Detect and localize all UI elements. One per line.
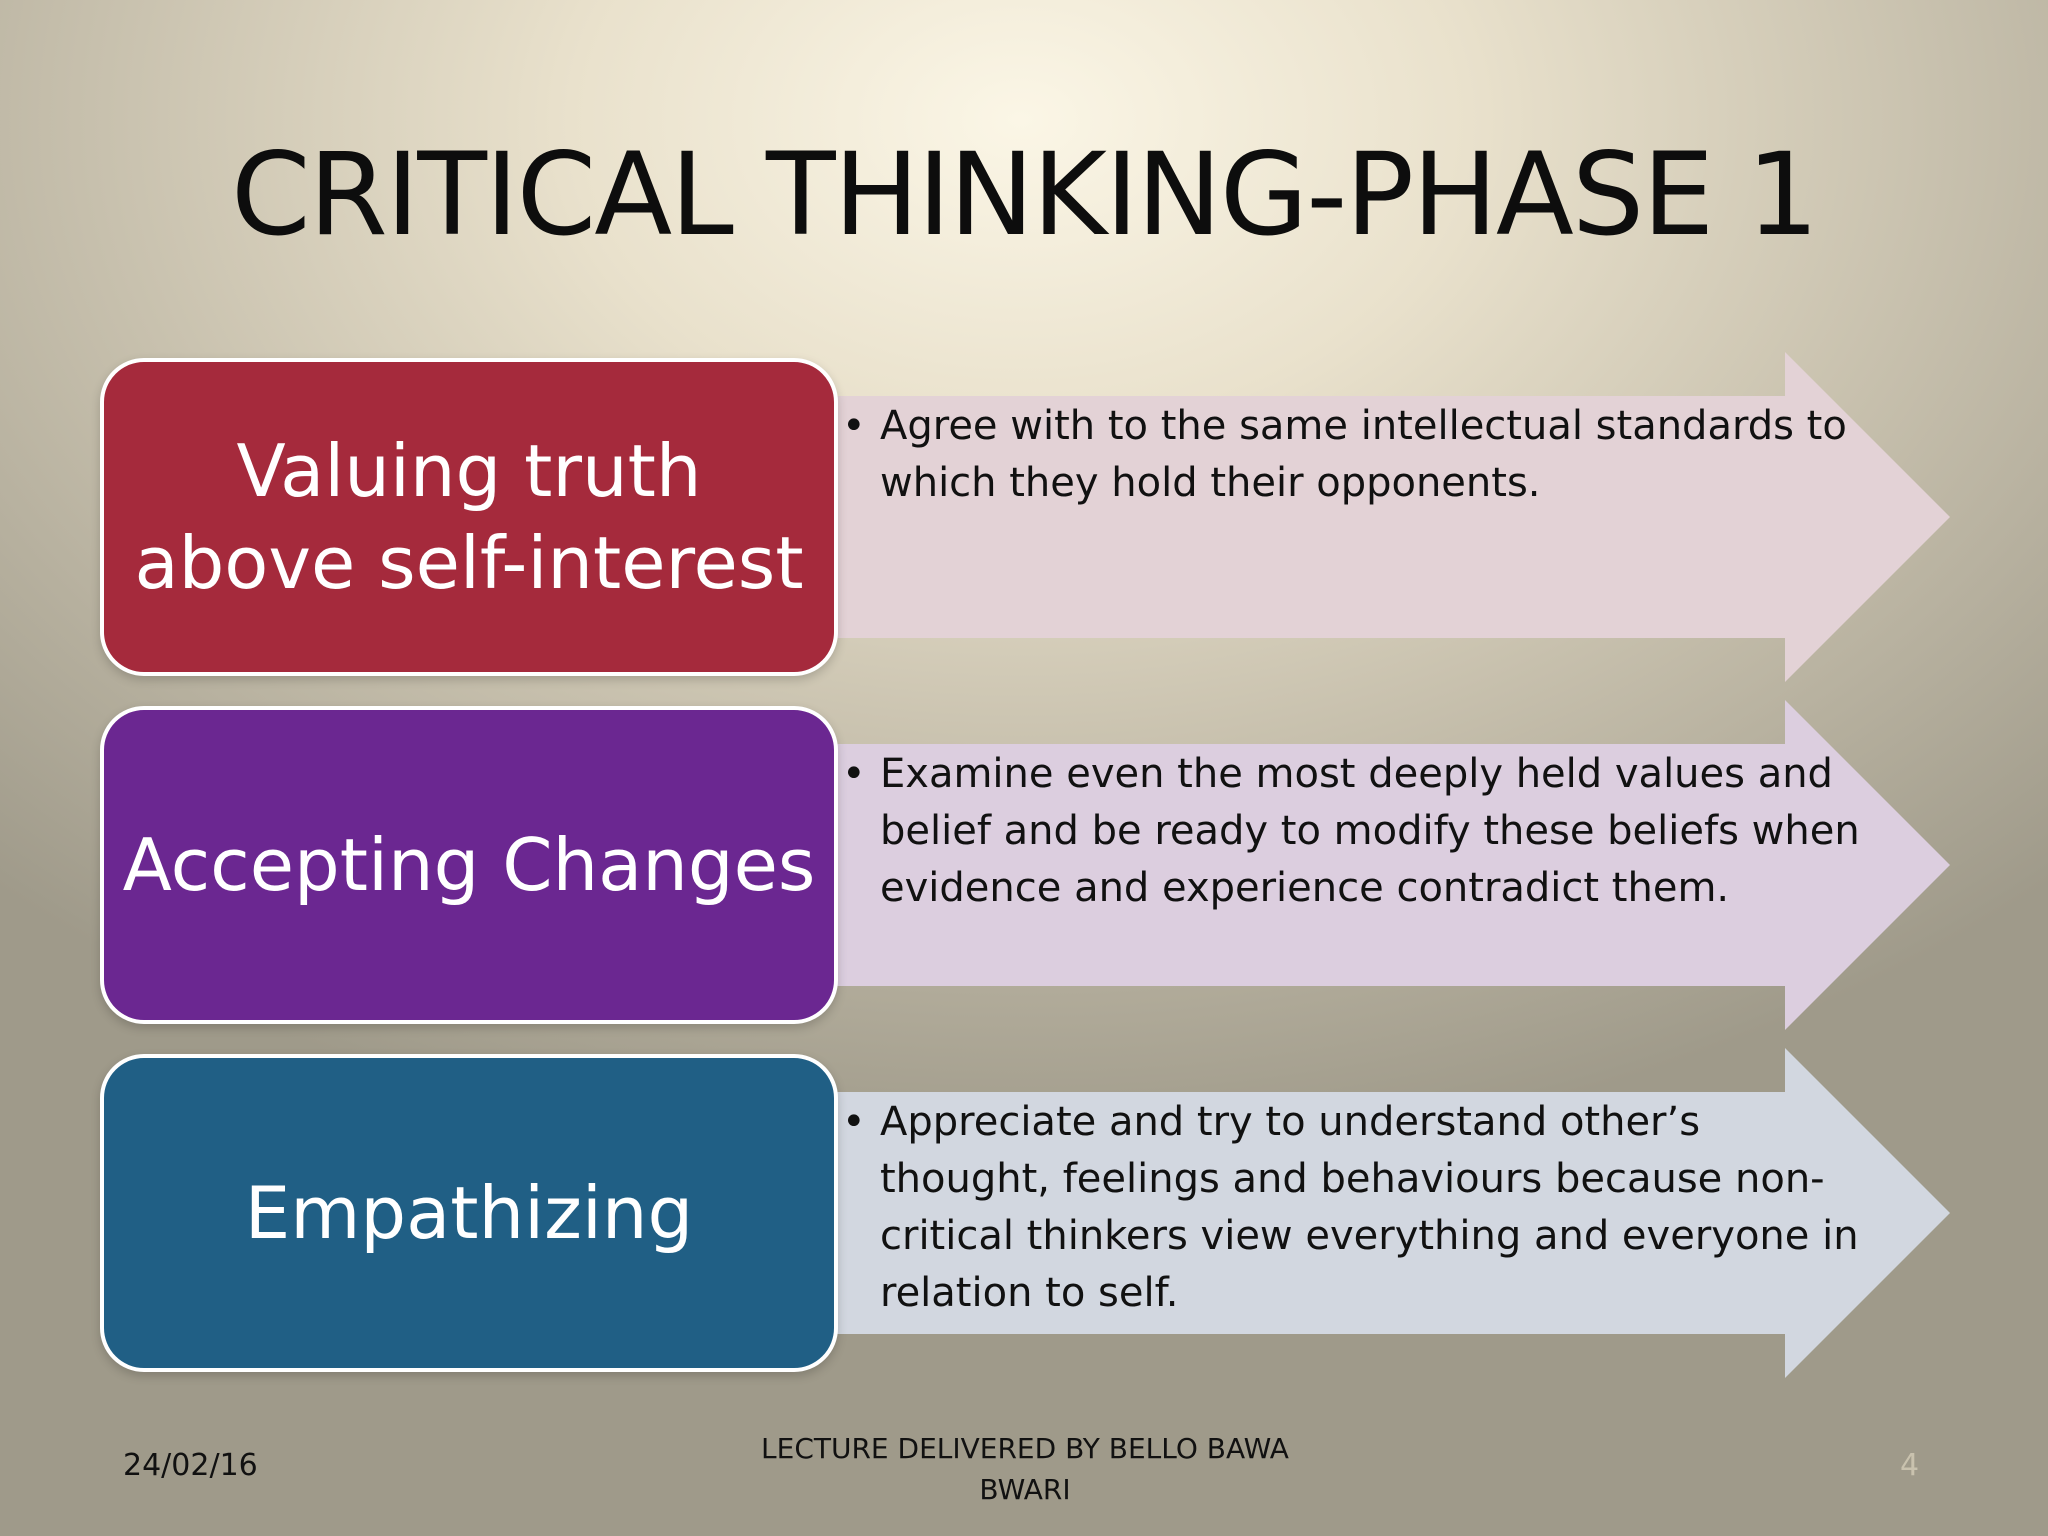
bullet-body-1: Agree with to the same intellectual stan… xyxy=(880,403,1847,506)
bullet-text-1: • Agree with to the same intellectual st… xyxy=(842,398,1862,512)
box-empathizing: Empathizing xyxy=(100,1054,838,1372)
box-heading-2: Accepting Changes xyxy=(122,823,816,907)
arrow-shape-1 xyxy=(810,352,1955,682)
arrow-fill-1 xyxy=(810,352,1950,682)
slide-number: 4 xyxy=(1900,1448,1920,1483)
arrow-fill-3 xyxy=(810,1048,1950,1378)
box-valuing-truth: Valuing truth above self-interest xyxy=(100,358,838,676)
arrow-shape-3 xyxy=(810,1048,1955,1378)
box-accepting-changes: Accepting Changes xyxy=(100,706,838,1024)
bullet-text-3: • Appreciate and try to understand other… xyxy=(842,1094,1862,1322)
bullet-body-2: Examine even the most deeply held values… xyxy=(880,751,1860,911)
arrow-fill-2 xyxy=(810,700,1950,1030)
bullet-body-3: Appreciate and try to understand other’s… xyxy=(880,1099,1859,1316)
box-heading-1: Valuing truth above self-interest xyxy=(134,429,804,605)
bullet-dot-2: • xyxy=(842,751,866,797)
bullet-dot-1: • xyxy=(842,403,866,449)
arrow-shape-2 xyxy=(810,700,1955,1030)
bullet-text-2: • Examine even the most deeply held valu… xyxy=(842,746,1862,917)
footer-lecture-credit: LECTURE DELIVERED BY BELLO BAWA BWARI xyxy=(761,1432,1289,1506)
slide-title: CRITICAL THINKING-PHASE 1 xyxy=(230,128,1819,261)
footer-date: 24/02/16 xyxy=(123,1448,258,1483)
box-heading-3: Empathizing xyxy=(244,1171,694,1255)
bullet-dot-3: • xyxy=(842,1099,866,1145)
